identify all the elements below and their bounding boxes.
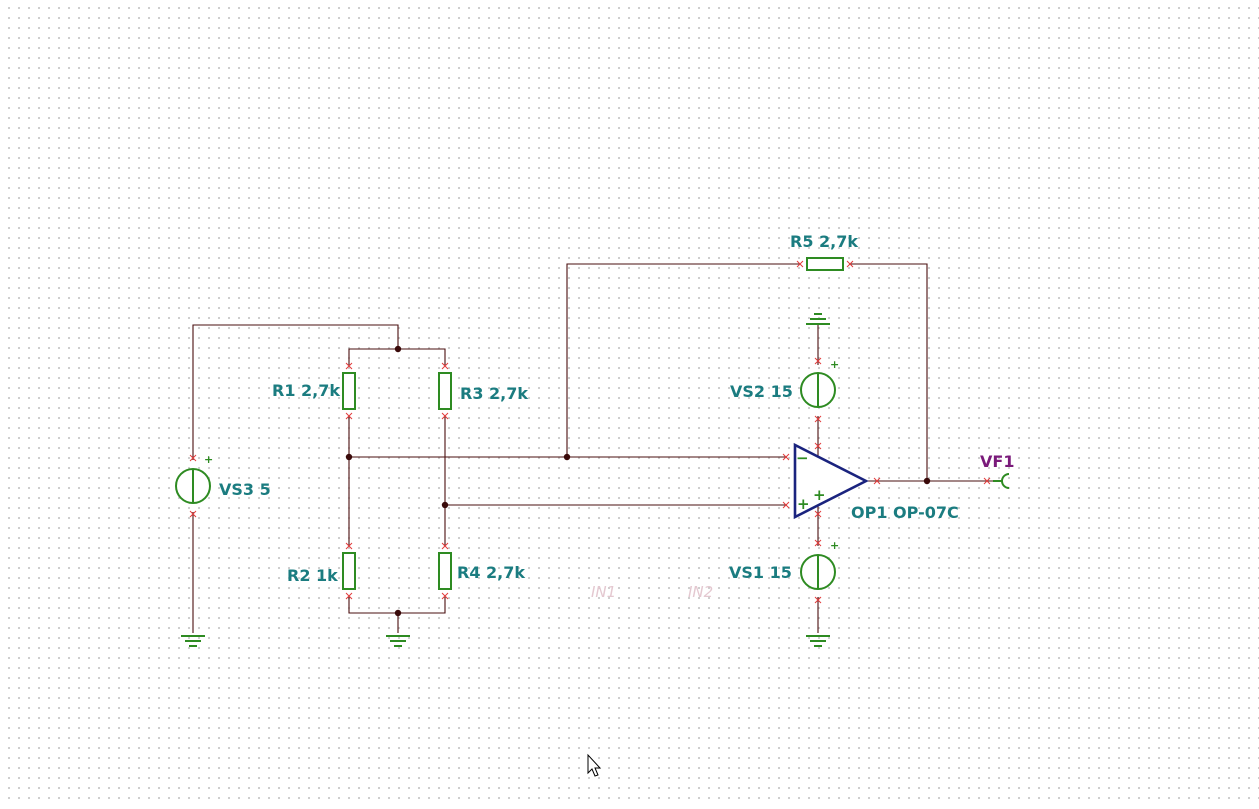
svg-text:+: + bbox=[797, 495, 810, 513]
resistor-r3[interactable]: R3 2,7k bbox=[438, 362, 528, 420]
junction-left-mid[interactable] bbox=[345, 453, 353, 461]
resistor-r1[interactable]: R1 2,7k bbox=[272, 362, 356, 420]
wire-vs3-top[interactable] bbox=[192, 324, 399, 460]
resistor-r4[interactable]: R4 2,7k bbox=[438, 542, 525, 600]
voltage-source-vs2[interactable]: + VS2 15 bbox=[730, 357, 839, 423]
svg-text:+: + bbox=[830, 539, 839, 552]
junction-bridge-top[interactable] bbox=[394, 345, 402, 353]
voltage-source-vs1[interactable]: + VS1 15 bbox=[729, 539, 839, 604]
wire-feedback-right[interactable] bbox=[849, 263, 928, 481]
svg-text:+: + bbox=[204, 453, 213, 466]
r2-label: R2 1k bbox=[287, 566, 338, 585]
svg-text:+: + bbox=[813, 486, 826, 504]
vs3-label: VS3 5 bbox=[219, 480, 271, 499]
r1-label: R1 2,7k bbox=[272, 381, 340, 400]
vs2-label: VS2 15 bbox=[730, 382, 793, 401]
op1-label: OP1 OP-07C bbox=[851, 503, 959, 522]
svg-text:−: − bbox=[796, 449, 809, 467]
ghost-label-in2: IN2 bbox=[688, 583, 713, 601]
opamp-op1[interactable]: − + + OP1 OP-07C bbox=[782, 442, 959, 522]
r3-label: R3 2,7k bbox=[460, 384, 528, 403]
junction-right-mid[interactable] bbox=[441, 501, 449, 509]
vf1-label: VF1 bbox=[980, 452, 1014, 471]
ground-vs2[interactable] bbox=[806, 313, 830, 325]
resistor-r2[interactable]: R2 1k bbox=[287, 542, 356, 600]
junction-output[interactable] bbox=[923, 477, 931, 485]
mouse-cursor-icon bbox=[587, 753, 602, 777]
r5-label: R5 2,7k bbox=[790, 232, 858, 251]
voltmeter-vf1[interactable]: VF1 bbox=[980, 452, 1014, 489]
vs1-label: VS1 15 bbox=[729, 563, 792, 582]
r4-label: R4 2,7k bbox=[457, 563, 525, 582]
ghost-label-in1: IN1 bbox=[591, 583, 616, 601]
ground-bridge[interactable] bbox=[386, 635, 410, 647]
resistor-r5[interactable]: R5 2,7k bbox=[790, 232, 858, 271]
ground-vs1[interactable] bbox=[806, 635, 830, 647]
junction-bridge-bottom[interactable] bbox=[394, 609, 402, 617]
ground-vs3[interactable] bbox=[181, 635, 205, 647]
junction-feedback[interactable] bbox=[563, 453, 571, 461]
junction-nodes bbox=[345, 345, 931, 617]
svg-text:+: + bbox=[830, 358, 839, 371]
wire-feedback-left[interactable] bbox=[566, 263, 800, 457]
voltage-source-vs3[interactable]: + VS3 5 bbox=[175, 453, 271, 518]
